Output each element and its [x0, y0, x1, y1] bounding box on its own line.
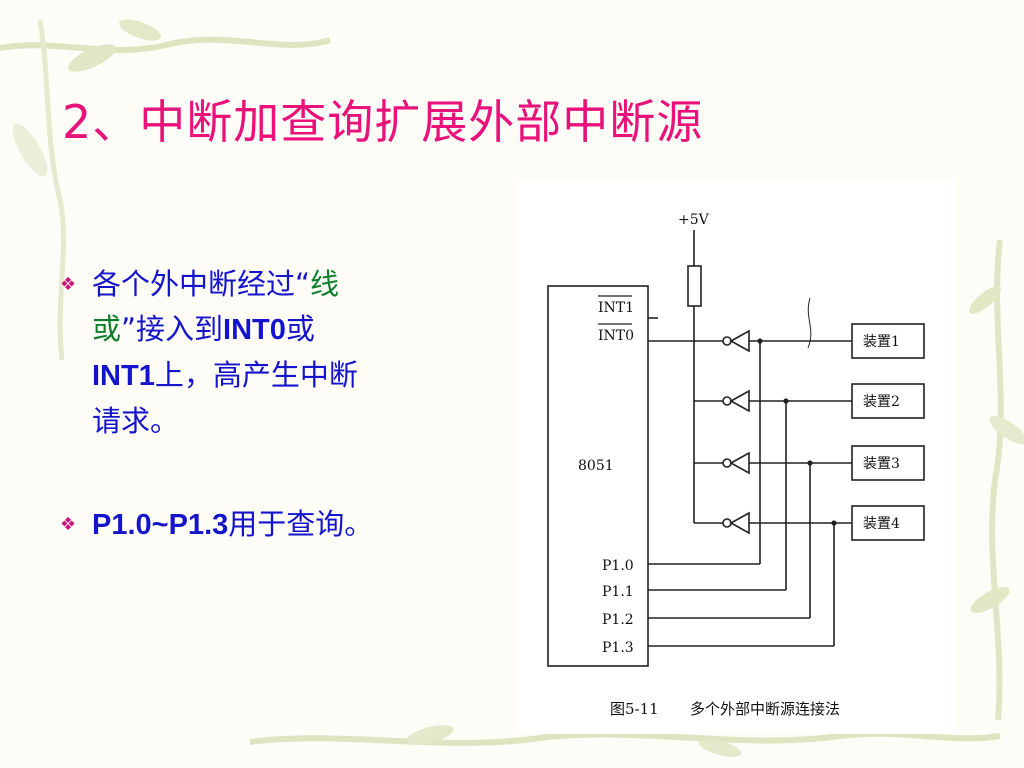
junction-dot: [807, 460, 813, 466]
device-1-box: [851, 323, 925, 359]
chip-8051-body: [547, 285, 649, 667]
junction-dot: [831, 520, 837, 526]
caption-number: 图5-11: [610, 700, 659, 718]
bullet2-port-range: P1.0~P1.3: [92, 509, 229, 541]
diamond-bullet-icon: ❖: [60, 274, 77, 295]
bullet-list: ❖ 各个外中断经过“线 或”接入到INT0或 INT1上，高产生中断 请求。 ❖…: [60, 262, 470, 606]
bullet-item-1: ❖ 各个外中断经过“线 或”接入到INT0或 INT1上，高产生中断 请求。: [60, 262, 470, 444]
inverter-gate-1: [694, 329, 852, 353]
junction-dot: [757, 338, 763, 344]
stray-mark: [807, 297, 812, 349]
figure-background: [518, 178, 954, 734]
device-4-box: [851, 505, 925, 541]
port-label-p12: P1.2: [602, 612, 634, 628]
device-1-label: 装置1: [863, 334, 900, 350]
device-2-label: 装置2: [863, 394, 900, 410]
int1-label: INT1: [598, 300, 634, 316]
bullet1-highlight-text: 线: [310, 267, 340, 301]
chip-label: 8051: [578, 458, 614, 474]
port-label-p13: P1.3: [602, 640, 634, 656]
port-label-p10: P1.0: [602, 558, 634, 574]
port-label-p11: P1.1: [602, 584, 634, 600]
bullet2-text: 用于查询。: [228, 507, 374, 541]
inverter-gate-3: [694, 451, 852, 475]
device-4-label: 装置4: [863, 516, 900, 532]
device-2-box: [851, 383, 925, 419]
bullet1-line1-text: 各个外中断经过“: [92, 267, 311, 301]
caption-text: 多个外部中断源连接法: [690, 700, 840, 718]
circuit-diagram: +5V INT1 INT0 8051 P1.0 P1.1 P1.2 P1.3 装…: [518, 178, 954, 734]
junction-dot: [783, 398, 789, 404]
inverter-gate-2: [694, 389, 852, 413]
bullet1-line4-text: 请求。: [92, 404, 180, 438]
diamond-bullet-icon: ❖: [60, 514, 77, 535]
bullet1-int1-text: INT1: [92, 360, 155, 392]
slide-title: 2、中断加查询扩展外部中断源: [62, 95, 704, 149]
device-3-box: [851, 445, 925, 481]
bullet-item-2: ❖ P1.0~P1.3用于查询。: [60, 502, 470, 548]
supply-label: +5V: [678, 212, 710, 228]
bullet1-line2-text: ”接入到: [121, 312, 224, 346]
bullet1-line2-end: 或: [285, 312, 315, 346]
device-3-label: 装置3: [863, 456, 900, 472]
bullet1-highlight-text-2: 或: [92, 312, 122, 346]
bullet1-line3-text: 上，高产生中断: [154, 358, 358, 392]
bullet1-int0-text: INT0: [223, 314, 286, 346]
int0-label: INT0: [598, 328, 634, 344]
